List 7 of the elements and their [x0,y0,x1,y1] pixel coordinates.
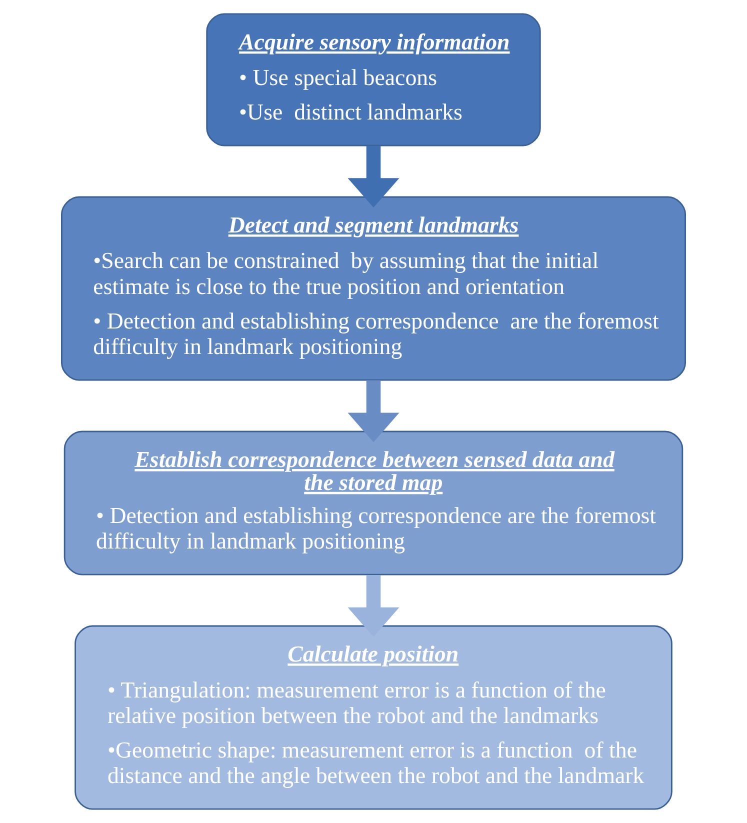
arrow [348,574,400,637]
node-box: Establish correspondence between sensed data and the stored map • Detection and establishing correspondence are the foremost difficulty in landmark positioning [64,430,684,576]
arrow [348,146,400,208]
arrow [348,380,400,442]
node-box: Calculate position • Triangulation: measurement error is a function of the relative position between the robot and the landmarks •Geometric shape: measurement error is a function of the distance and the angle between the robot and the landmark [74,625,672,810]
node-box: Acquire sensory information • Use special beacons •Use distinct landmarks [206,13,541,146]
node-box: Detect and segment landmarks •Search can be constrained by assuming that the initial estimate is close to the true position and orientation • Detection and establishing correspondence are the foremost difficulty in landmark positioning [61,196,686,381]
